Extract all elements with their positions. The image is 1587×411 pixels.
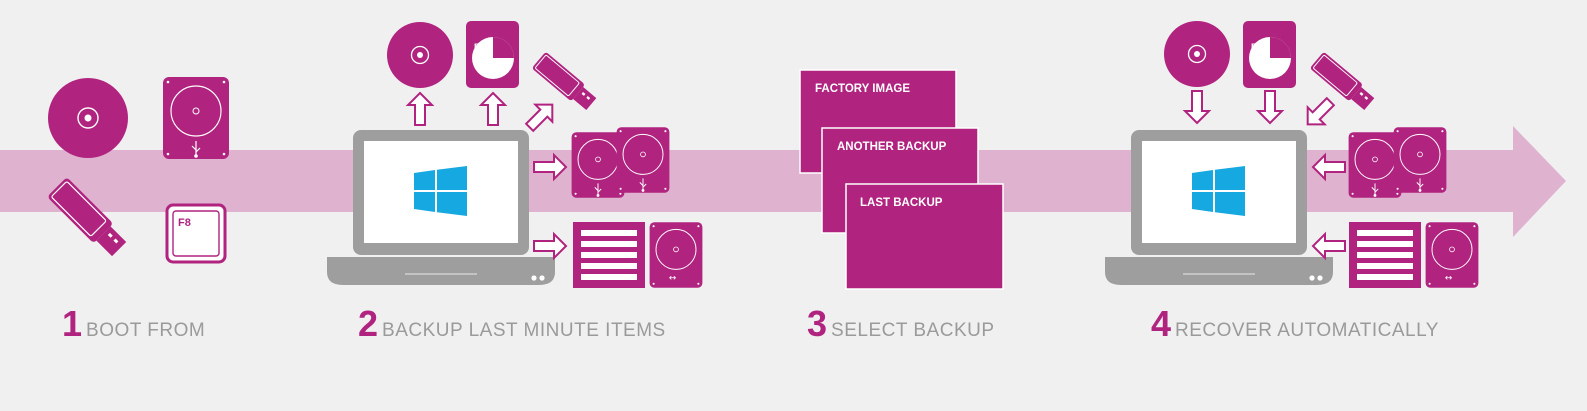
- firewire-hard-drive-icon: [1393, 126, 1447, 194]
- step-1-label: 1 BOOT FROM: [62, 306, 205, 342]
- step-title: RECOVER AUTOMATICALLY: [1175, 320, 1439, 341]
- rp-badge-label: RP: [474, 42, 487, 52]
- diagonal-arrow-icon: [1298, 92, 1340, 134]
- network-hard-drive-icon: ↔: [1425, 221, 1479, 289]
- restore-point-drive-icon: RP: [1243, 21, 1296, 88]
- network-hard-drive-icon: ↔: [649, 221, 703, 289]
- diagonal-arrow-icon: [520, 95, 562, 137]
- step-number: 3: [807, 303, 828, 344]
- f8-key-label: F8: [178, 217, 191, 229]
- up-arrow-icon: [407, 92, 433, 126]
- storage-list-icon: [1349, 222, 1421, 288]
- down-arrow-icon: [1257, 90, 1283, 124]
- usb-hard-drive-icon: [571, 131, 625, 199]
- f8-key-icon: F8: [165, 203, 227, 264]
- step-title: BOOT FROM: [86, 320, 206, 341]
- backup-card-label: ANOTHER BACKUP: [837, 141, 947, 153]
- step-2-label: 2 BACKUP LAST MINUTE ITEMS: [358, 306, 666, 342]
- svg-text:↔: ↔: [669, 274, 676, 284]
- usb-hard-drive-icon: [162, 76, 230, 160]
- step-title: BACKUP LAST MINUTE ITEMS: [382, 320, 666, 341]
- usb-hard-drive-icon: [1348, 131, 1402, 199]
- storage-list-icon: [573, 222, 645, 288]
- disc-icon: [387, 22, 453, 88]
- firewire-hard-drive-icon: [616, 126, 670, 194]
- backup-card-label: FACTORY IMAGE: [815, 83, 910, 95]
- laptop-icon: [1105, 130, 1333, 285]
- backup-card-label: LAST BACKUP: [860, 197, 943, 209]
- disc-icon: [47, 77, 129, 159]
- down-arrow-icon: [1184, 90, 1210, 124]
- usb-stick-icon: [1309, 51, 1377, 113]
- left-arrow-icon: [1312, 233, 1346, 259]
- restore-point-drive-icon: RP: [466, 21, 519, 88]
- backup-card-last-backup[interactable]: LAST BACKUP: [845, 183, 1004, 290]
- step-title: SELECT BACKUP: [831, 320, 995, 341]
- step-number: 2: [358, 303, 379, 344]
- up-arrow-icon: [480, 92, 506, 126]
- step-number: 1: [62, 303, 83, 344]
- step-number: 4: [1151, 303, 1172, 344]
- usb-stick-icon: [531, 51, 599, 113]
- svg-text:↔: ↔: [1445, 274, 1452, 284]
- rp-badge-label: RP: [1251, 42, 1264, 52]
- step-4-label: 4 RECOVER AUTOMATICALLY: [1151, 306, 1439, 342]
- flow-band-arrow: [0, 126, 1566, 237]
- laptop-icon: [327, 130, 555, 285]
- right-arrow-icon: [533, 233, 567, 259]
- disc-icon: [1164, 21, 1230, 87]
- step-3-label: 3 SELECT BACKUP: [807, 306, 995, 342]
